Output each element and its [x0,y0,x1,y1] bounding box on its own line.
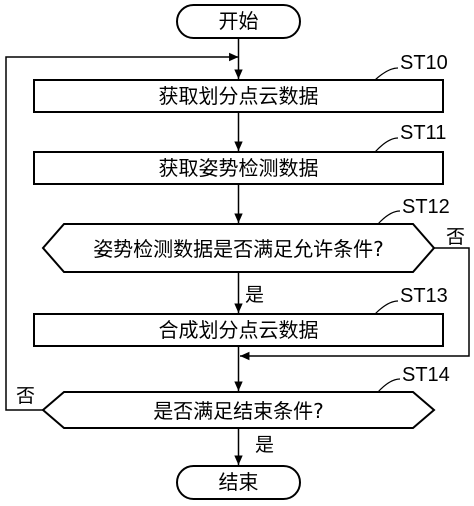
st12-no-label: 否 [446,226,465,248]
st11-tag: ST11 [400,122,446,144]
st10-tag: ST10 [400,52,448,74]
decision-st14: 是否满足结束条件? ST14 [41,364,450,429]
st11-text: 获取姿势检测数据 [159,156,319,180]
st14-leader [377,378,401,393]
arrow-st14-no-loop [5,52,239,411]
st12-leader [377,210,401,225]
process-st10: 获取划分点云数据 ST10 [33,52,448,113]
process-st13: 合成划分点云数据 ST13 [33,285,448,347]
start-label: 开始 [219,9,259,33]
st10-text: 获取划分点云数据 [159,84,319,108]
st12-tag: ST12 [402,196,450,218]
st10-leader [374,67,399,81]
st12-yes-label: 是 [245,284,264,306]
st14-text: 是否满足结束条件? [153,399,324,423]
st12-text: 姿势检测数据是否满足允许条件? [93,237,384,261]
process-st11: 获取姿势检测数据 ST11 [33,122,446,185]
st14-no-label: 否 [16,385,35,407]
st14-yes-label: 是 [255,434,274,456]
st13-tag: ST13 [400,285,448,307]
st13-text: 合成划分点云数据 [159,318,319,342]
st11-leader [374,137,399,153]
st13-leader [374,300,399,315]
arrow-st12-no-bypass [240,247,470,361]
start-terminal: 开始 [176,4,301,39]
decision-st12: 姿势检测数据是否满足允许条件? ST12 [41,196,450,273]
end-terminal: 结束 [176,465,301,500]
st14-tag: ST14 [402,364,450,386]
end-label: 结束 [219,470,259,494]
